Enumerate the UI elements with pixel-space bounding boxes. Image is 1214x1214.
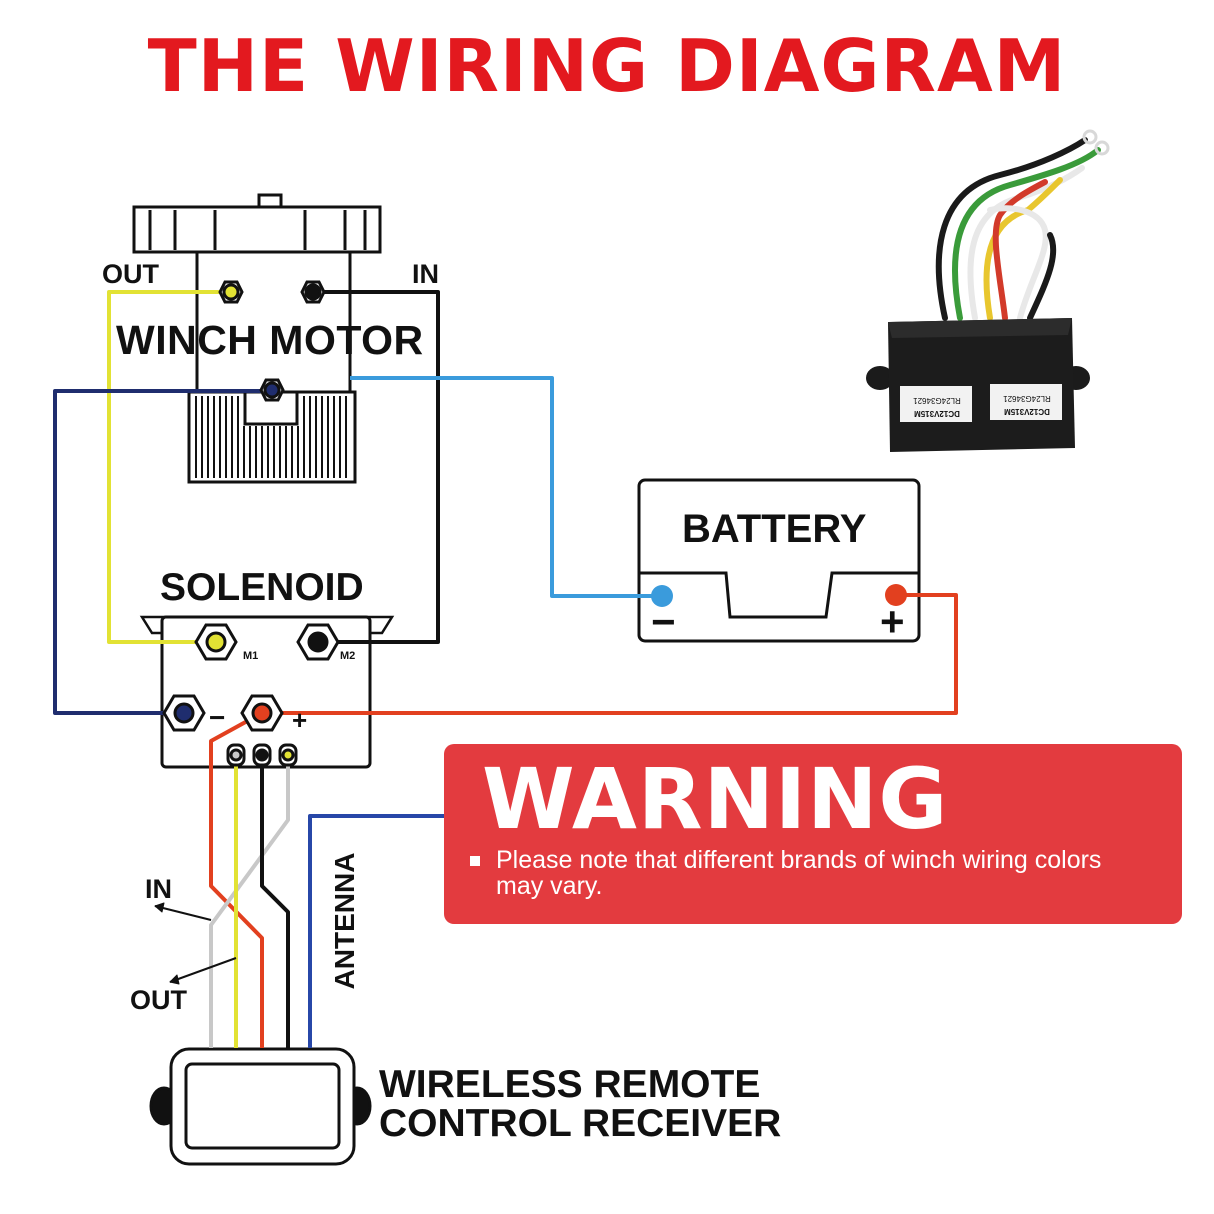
- label-solenoid-plus: +: [292, 705, 308, 735]
- wire-red-control: [209, 711, 264, 1048]
- label-battery-minus: −: [651, 598, 676, 645]
- motor-fins: [187, 390, 357, 484]
- wireless-receiver: [149, 1047, 372, 1166]
- label-solenoid-minus: −: [209, 702, 226, 733]
- product-code-text: RL24G34621: [1003, 394, 1051, 403]
- wire-navy: [53, 389, 272, 715]
- wire-yellow-motor: [107, 290, 231, 644]
- battery: [637, 478, 921, 643]
- warning-heading: WARNING: [482, 750, 949, 848]
- label-antenna: ANTENNA: [329, 852, 360, 990]
- product-label-left: DC12V315M RL24G34621: [903, 390, 971, 420]
- product-model-text: DC12V315M: [1004, 407, 1050, 416]
- label-m1: M1: [243, 650, 259, 662]
- warning-box: WARNING Please note that different brand…: [444, 744, 1182, 924]
- winch-motor: [132, 193, 382, 394]
- wire-black-motor: [313, 290, 440, 644]
- label-in-top: IN: [412, 259, 439, 289]
- label-in-bottom: IN: [145, 874, 172, 904]
- wire-black-control: [260, 755, 290, 1048]
- page-title: THE WIRING DIAGRAM: [147, 24, 1067, 108]
- wires: [53, 290, 958, 1048]
- label-battery-plus: +: [880, 598, 905, 645]
- battery-terminals: [651, 584, 907, 607]
- arrow-in: [154, 905, 212, 921]
- wire-gray-control: [209, 755, 290, 1048]
- label-out-top: OUT: [102, 259, 159, 289]
- label-battery: BATTERY: [682, 507, 867, 551]
- product-label-right: DC12V315M RL24G34621: [993, 388, 1061, 418]
- warning-note: Please note that different brands of win…: [496, 846, 1102, 900]
- label-solenoid: SOLENOID: [160, 566, 364, 609]
- wire-antenna: [308, 814, 444, 1048]
- terminals: [162, 280, 340, 767]
- label-receiver-line2: CONTROL RECEIVER: [379, 1102, 782, 1145]
- product-model-text: DC12V315M: [914, 409, 960, 418]
- product-code-text: RL24G34621: [913, 396, 961, 405]
- wire-red-main: [262, 593, 958, 715]
- bullet-icon: [470, 856, 480, 866]
- arrow-out: [169, 957, 237, 983]
- product-photo: [866, 129, 1110, 452]
- wire-lightblue: [350, 376, 662, 598]
- label-out-bottom: OUT: [130, 985, 187, 1015]
- label-m2: M2: [340, 650, 356, 662]
- label-winch-motor: WINCH MOTOR: [116, 317, 424, 363]
- label-receiver-line1: WIRELESS REMOTE: [379, 1063, 761, 1106]
